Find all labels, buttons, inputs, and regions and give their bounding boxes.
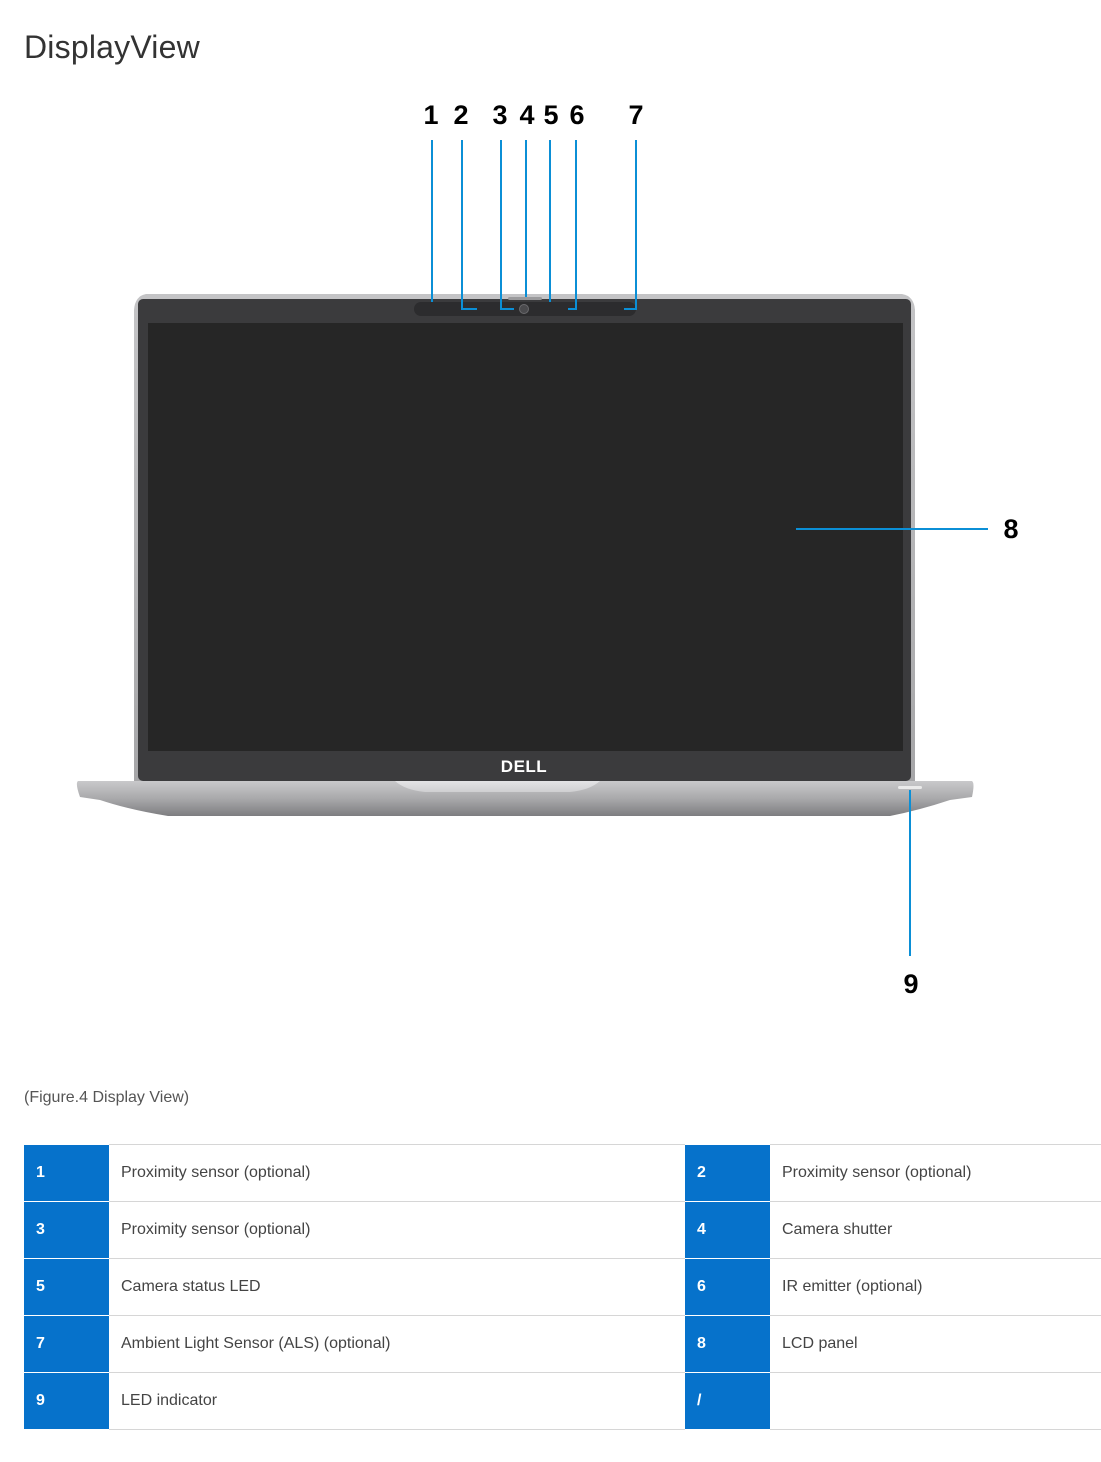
dell-logo: DELL — [501, 757, 547, 776]
table-row: 9 LED indicator / — [24, 1372, 1101, 1430]
camera-shutter — [508, 297, 542, 300]
callout-lines — [431, 140, 988, 956]
part-label: Proximity sensor (optional) — [109, 1201, 685, 1259]
table-row: 7 Ambient Light Sensor (ALS) (optional) … — [24, 1315, 1101, 1373]
part-number: 4 — [685, 1201, 770, 1259]
lcd-panel — [148, 323, 903, 751]
part-number: / — [685, 1372, 770, 1430]
callout-6: 6 — [569, 100, 584, 130]
part-number: 2 — [685, 1144, 770, 1202]
table-row: 1 Proximity sensor (optional) 2 Proximit… — [24, 1144, 1101, 1202]
callout-7: 7 — [628, 100, 643, 130]
part-label: LED indicator — [109, 1372, 685, 1430]
part-number: 6 — [685, 1258, 770, 1316]
display-view-diagram: DELL 1 2 3 4 5 6 7 8 9 — [76, 100, 1019, 999]
callout-5: 5 — [543, 100, 558, 130]
hinge-notch — [395, 781, 600, 792]
page-title: DisplayView — [24, 29, 200, 66]
part-number: 8 — [685, 1315, 770, 1373]
part-label: Proximity sensor (optional) — [109, 1144, 685, 1202]
parts-table: 1 Proximity sensor (optional) 2 Proximit… — [24, 1144, 1101, 1430]
part-label: Proximity sensor (optional) — [770, 1144, 1101, 1202]
callout-1: 1 — [423, 100, 438, 130]
part-number: 1 — [24, 1144, 109, 1202]
part-label: Camera shutter — [770, 1201, 1101, 1259]
callout-line-7 — [624, 140, 637, 310]
part-label — [770, 1372, 1101, 1430]
table-row: 3 Proximity sensor (optional) 4 Camera s… — [24, 1201, 1101, 1259]
callout-line-3 — [500, 140, 514, 310]
part-number: 7 — [24, 1315, 109, 1373]
callout-2: 2 — [453, 100, 468, 130]
figure-caption: (Figure.4 Display View) — [24, 1089, 190, 1106]
callout-line-2 — [461, 140, 477, 310]
callout-4: 4 — [519, 100, 534, 130]
part-label: LCD panel — [770, 1315, 1101, 1373]
callout-8: 8 — [1003, 514, 1018, 544]
laptop-base — [76, 781, 974, 816]
part-number: 9 — [24, 1372, 109, 1430]
camera-lens — [519, 304, 529, 314]
callout-3: 3 — [492, 100, 507, 130]
part-label: Ambient Light Sensor (ALS) (optional) — [109, 1315, 685, 1373]
callout-line-6 — [568, 140, 577, 310]
callout-9: 9 — [903, 969, 918, 999]
part-label: IR emitter (optional) — [770, 1258, 1101, 1316]
part-number: 3 — [24, 1201, 109, 1259]
part-label: Camera status LED — [109, 1258, 685, 1316]
table-row: 5 Camera status LED 6 IR emitter (option… — [24, 1258, 1101, 1316]
part-number: 5 — [24, 1258, 109, 1316]
led-indicator — [898, 786, 922, 789]
